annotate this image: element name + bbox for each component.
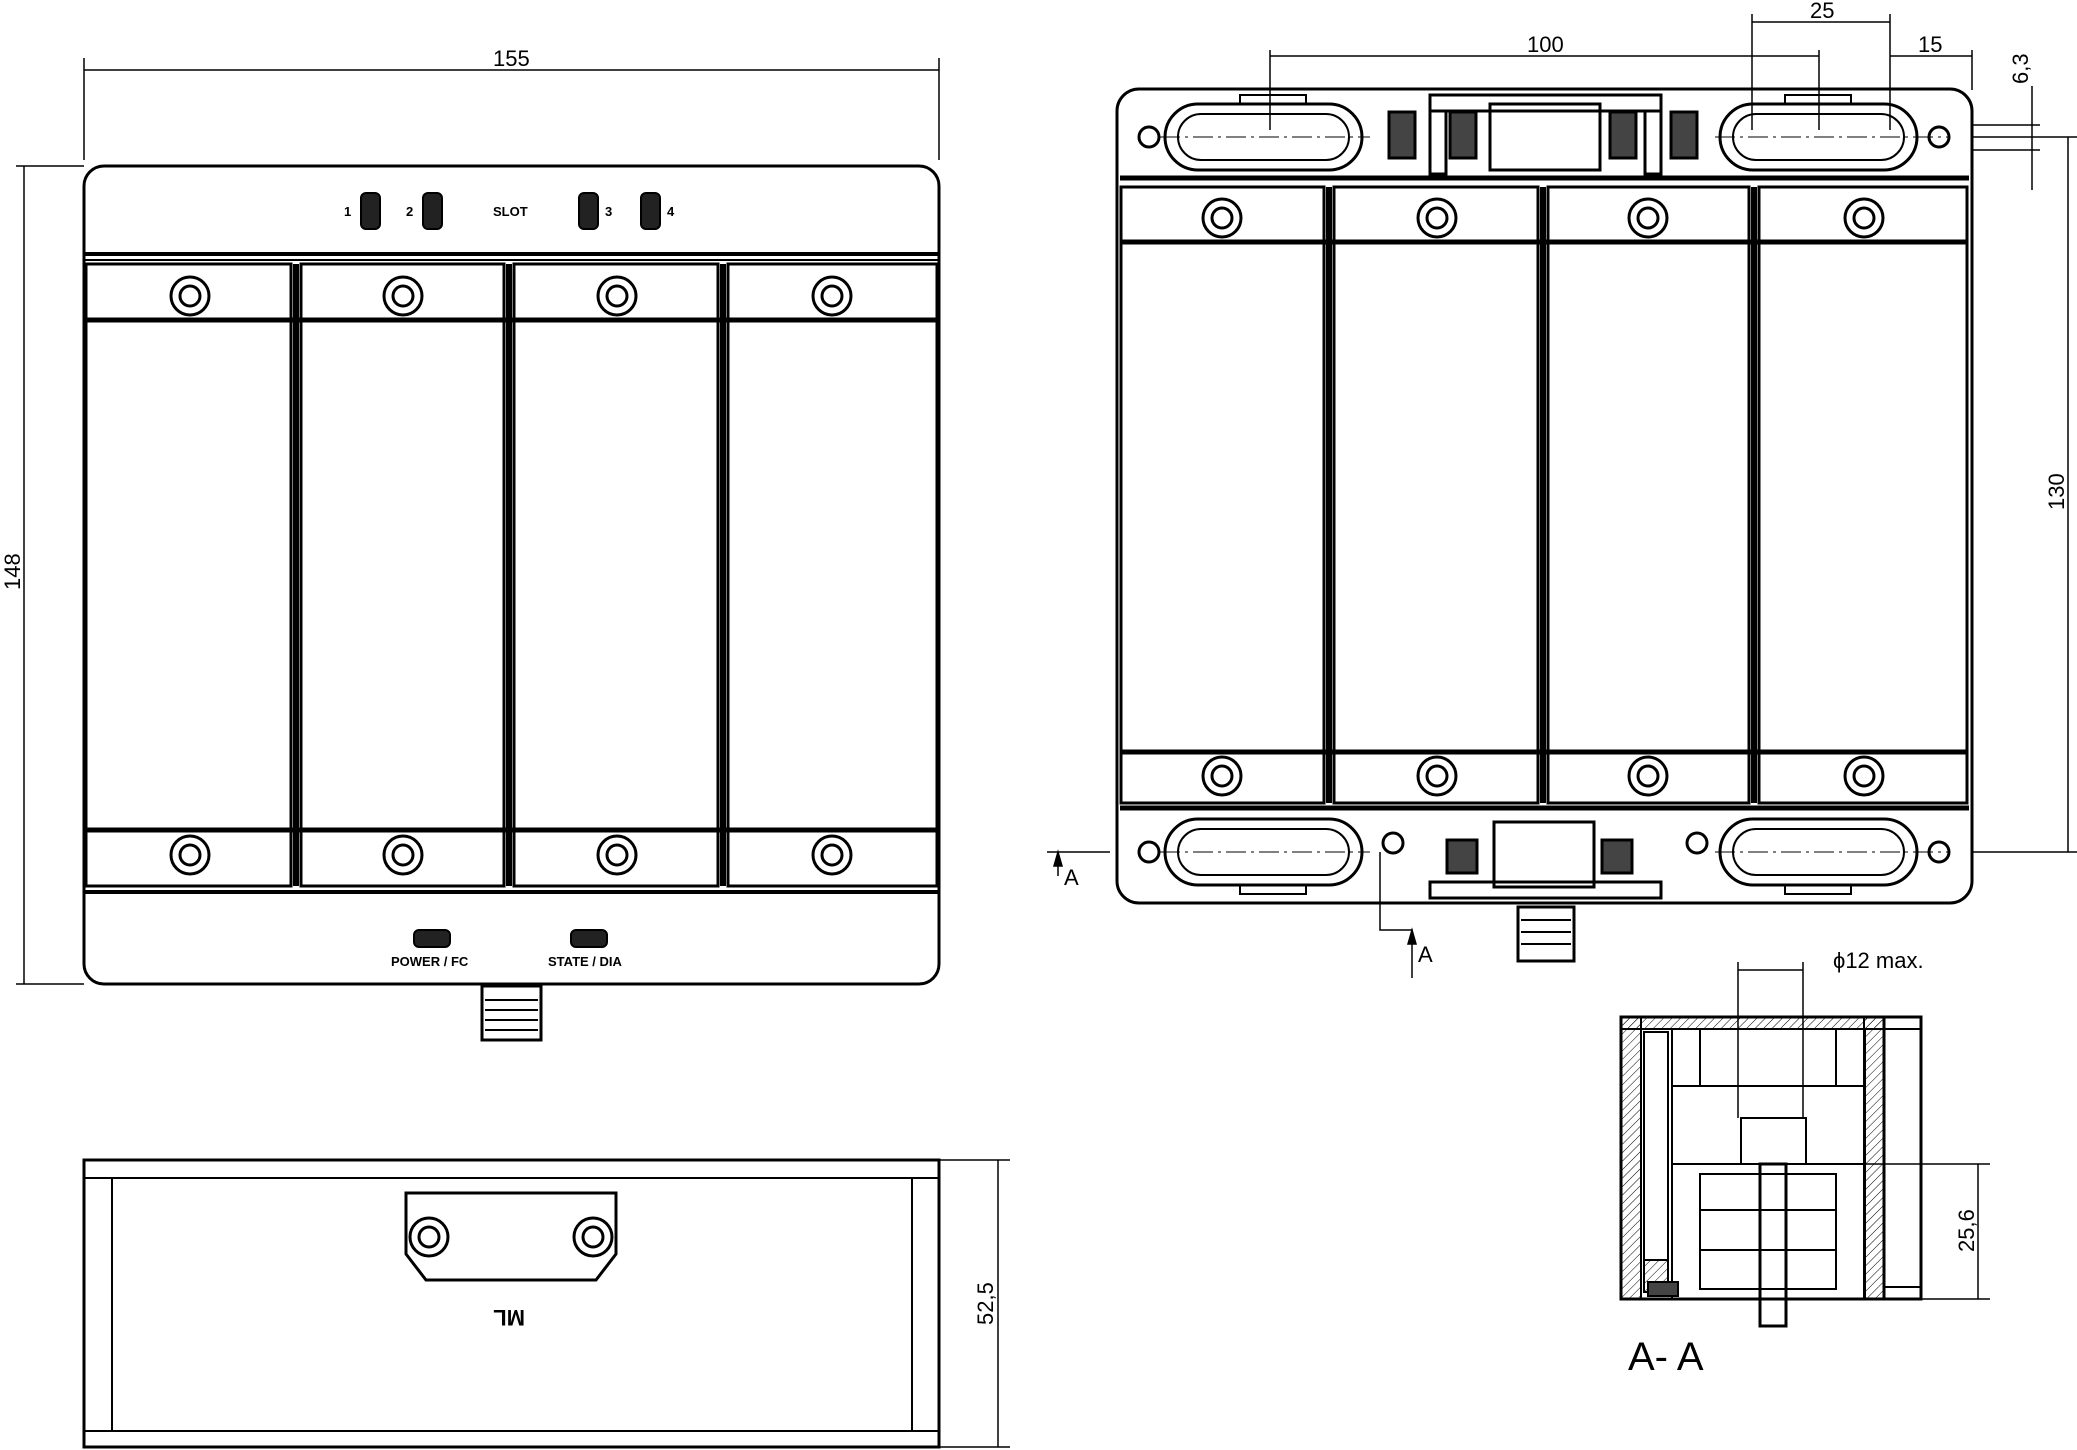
front-labels: 1 2 SLOT 3 4 POWER / FC STATE / DIA	[344, 204, 675, 969]
rear-view	[1047, 87, 1974, 978]
section-dimensions	[1737, 962, 1990, 1300]
dim-front-height: 148	[0, 553, 25, 590]
front-slots	[84, 262, 939, 888]
front-body-outline	[82, 164, 941, 986]
dim-diameter: ϕ12 max.	[1833, 948, 1924, 973]
dim-front-width: 155	[493, 46, 530, 71]
side-bracket	[404, 1191, 618, 1282]
dim-rear-6-3: 6,3	[2008, 53, 2033, 84]
slot-label: SLOT	[493, 204, 528, 219]
section-marker-a-right: A	[1418, 942, 1433, 967]
front-dimensions	[16, 58, 940, 985]
rear-body-outline	[1115, 87, 1974, 905]
section-marker-a-left: A	[1064, 865, 1079, 890]
dim-side-height: 52,5	[973, 1282, 998, 1325]
slot-leds	[360, 192, 661, 948]
side-body-outline	[82, 1158, 941, 1449]
slot-4-label: 4	[667, 204, 675, 219]
dim-rear-15: 15	[1918, 32, 1942, 57]
rear-slots	[1119, 185, 1969, 805]
slot-3-label: 3	[605, 204, 612, 219]
front-view	[82, 164, 941, 1042]
rear-bottom-connector	[1428, 820, 1663, 963]
rear-centerlines	[1160, 136, 1950, 853]
section-view	[1619, 1015, 1923, 1328]
section-cut-line	[1047, 849, 1417, 978]
slot-1-label: 1	[344, 204, 351, 219]
dim-rear-100: 100	[1527, 32, 1564, 57]
dim-section-25-6: 25,6	[1954, 1209, 1979, 1252]
slot-2-label: 2	[406, 204, 413, 219]
side-view	[82, 1158, 941, 1449]
front-connector	[480, 984, 543, 1042]
rear-dimensions	[1269, 14, 2077, 853]
rear-top-connector	[1387, 93, 1699, 176]
section-title: A- A	[1628, 1335, 1704, 1379]
side-dimensions	[939, 1159, 1010, 1448]
dim-rear-130: 130	[2044, 473, 2069, 510]
power-label: POWER / FC	[391, 954, 469, 969]
state-label: STATE / DIA	[548, 954, 623, 969]
ml-label: ML	[493, 1305, 525, 1330]
dim-rear-25: 25	[1810, 0, 1834, 23]
